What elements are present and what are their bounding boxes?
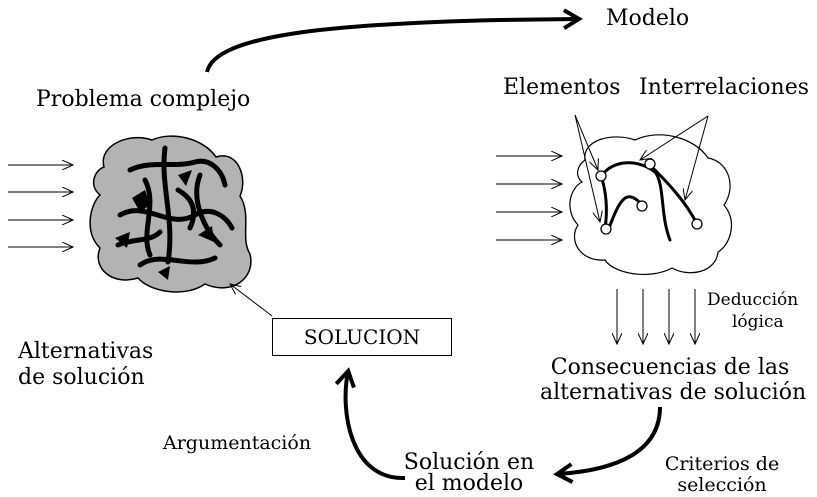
label-consecuencias: Consecuencias de las (550, 355, 790, 380)
label-criterios-de: Criterios de (664, 453, 780, 475)
label-alternativas: Alternativas (18, 339, 154, 364)
tangled-blobs (115, 170, 214, 280)
arrow-problem-to-model (205, 8, 583, 73)
model-nodes (595, 158, 703, 235)
right-input-arrows (496, 156, 562, 240)
label-solucion-en: Solución en (403, 450, 535, 475)
label-alternativas-de-solucion: alternativas de solución (540, 380, 807, 405)
label-logica: lógica (732, 312, 784, 332)
elementos-arrows (574, 114, 600, 222)
label-de-solucion: de solución (18, 365, 145, 390)
label-elementos: Elementos (503, 75, 621, 100)
arrow-consequences-to-model-solution (553, 406, 662, 484)
model-blob (569, 134, 733, 275)
label-problema-complejo: Problema complejo (36, 87, 251, 112)
label-deduccion: Deducción (707, 290, 799, 310)
label-argumentacion: Argumentación (163, 432, 312, 454)
solucion-box: SOLUCION (272, 318, 452, 356)
left-input-arrows (8, 165, 73, 247)
label-modelo: Modelo (606, 6, 690, 31)
label-seleccion: selección (677, 474, 767, 496)
arrow-solution-to-problem (230, 284, 273, 317)
deduction-arrows (617, 289, 695, 344)
label-el-modelo: el modelo (414, 471, 524, 496)
interrelaciones-arrows (640, 115, 709, 200)
label-interrelaciones: Interrelaciones (639, 75, 810, 100)
arrow-model-solution-to-solucion (334, 367, 406, 481)
